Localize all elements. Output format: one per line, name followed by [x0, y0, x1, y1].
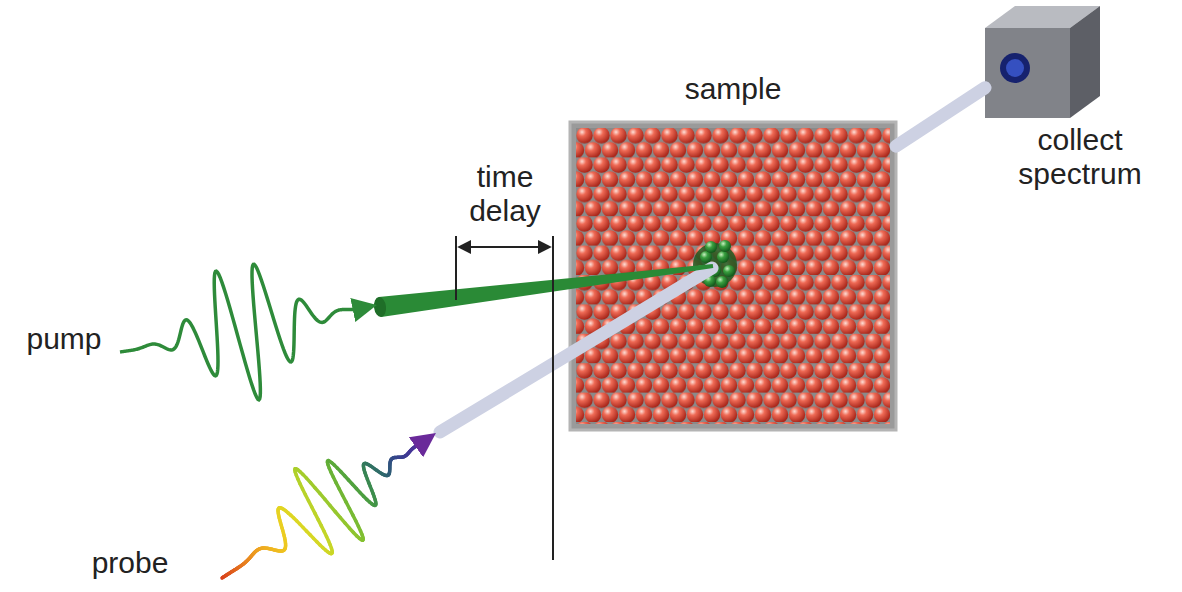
probe-pulse — [222, 436, 432, 578]
time-delay-bracket — [456, 236, 553, 560]
probe-pulse-head — [431, 434, 432, 438]
sample-label: sample — [633, 72, 833, 106]
pump-beam-end — [373, 296, 387, 317]
detector-lens-inner — [1006, 59, 1024, 77]
detector-lens — [1000, 53, 1030, 83]
detector-label: collect spectrum — [990, 123, 1170, 191]
probe-label: probe — [70, 546, 190, 580]
time-delay-label: time delay — [440, 160, 570, 228]
pump-label: pump — [4, 322, 124, 356]
detector-side — [1070, 6, 1100, 118]
detector-box: collect spectrum — [985, 28, 1070, 118]
signal-beam — [896, 88, 985, 146]
detector-front — [985, 28, 1070, 118]
detector-shape — [985, 28, 1070, 118]
pump-pulse — [120, 264, 372, 400]
pump-beam — [379, 264, 713, 317]
